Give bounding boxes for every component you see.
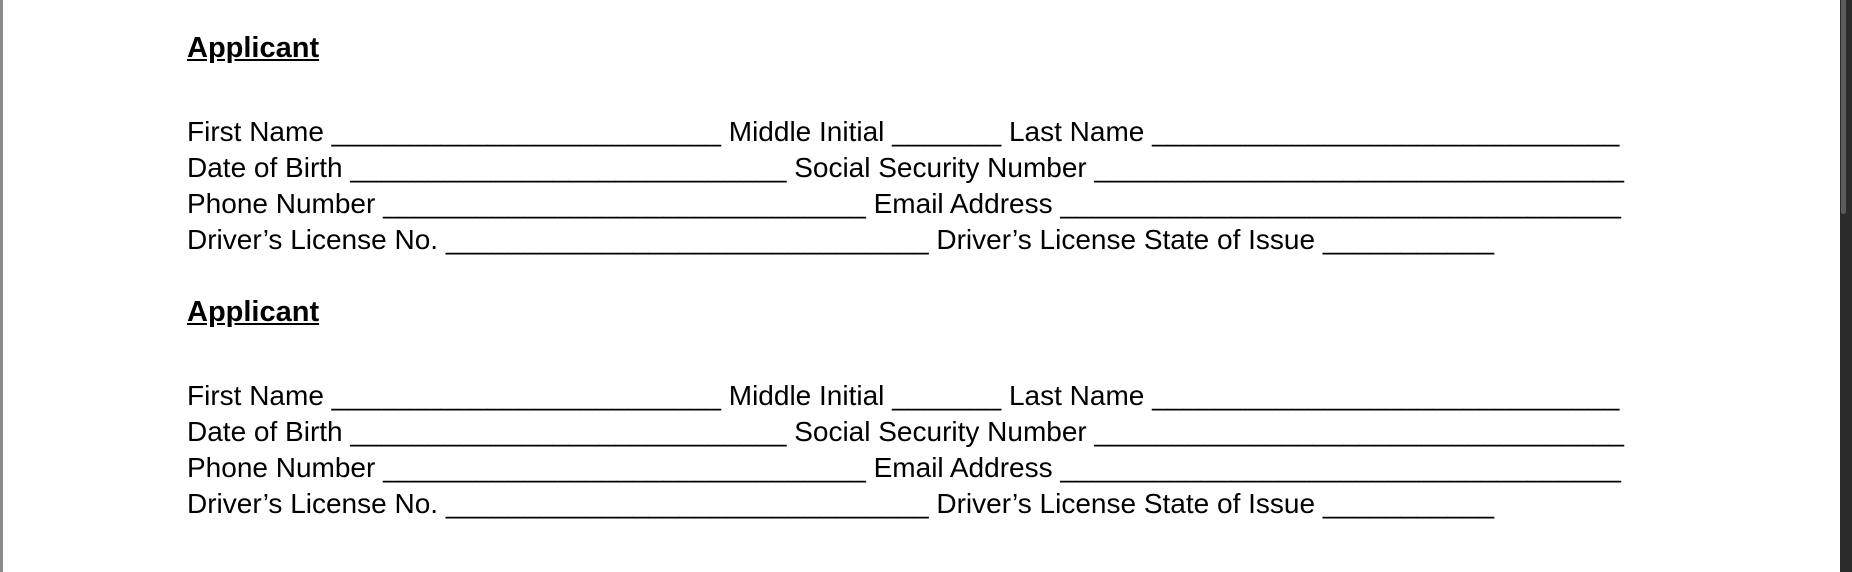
applicant-heading-2: Applicant	[187, 296, 320, 328]
form-line-dob-ssn-row: Date of Birth __________________________…	[187, 416, 1624, 447]
form-line-name-row: First Name _________________________ Mid…	[187, 380, 1620, 411]
form-line-license-row: Driver’s License No. ___________________…	[187, 224, 1495, 255]
form-line-phone-email-row: Phone Number ___________________________…	[187, 452, 1621, 483]
scrollbar-thumb[interactable]	[1841, 0, 1846, 214]
applicant-heading-1: Applicant	[187, 32, 320, 64]
form-lines-2: First Name _________________________ Mid…	[187, 378, 1840, 522]
document-page: Applicant First Name ___________________…	[3, 0, 1840, 572]
form-line-name-row: First Name _________________________ Mid…	[187, 116, 1620, 147]
applicant-section-1: Applicant First Name ___________________…	[187, 30, 1840, 258]
form-lines-1: First Name _________________________ Mid…	[187, 114, 1840, 258]
form-line-dob-ssn-row: Date of Birth __________________________…	[187, 152, 1624, 183]
form-line-license-row: Driver’s License No. ___________________…	[187, 488, 1495, 519]
form-line-phone-email-row: Phone Number ___________________________…	[187, 188, 1621, 219]
page-left-edge	[0, 0, 3, 572]
scrollbar-track[interactable]	[1840, 0, 1852, 572]
applicant-section-2: Applicant First Name ___________________…	[187, 294, 1840, 522]
